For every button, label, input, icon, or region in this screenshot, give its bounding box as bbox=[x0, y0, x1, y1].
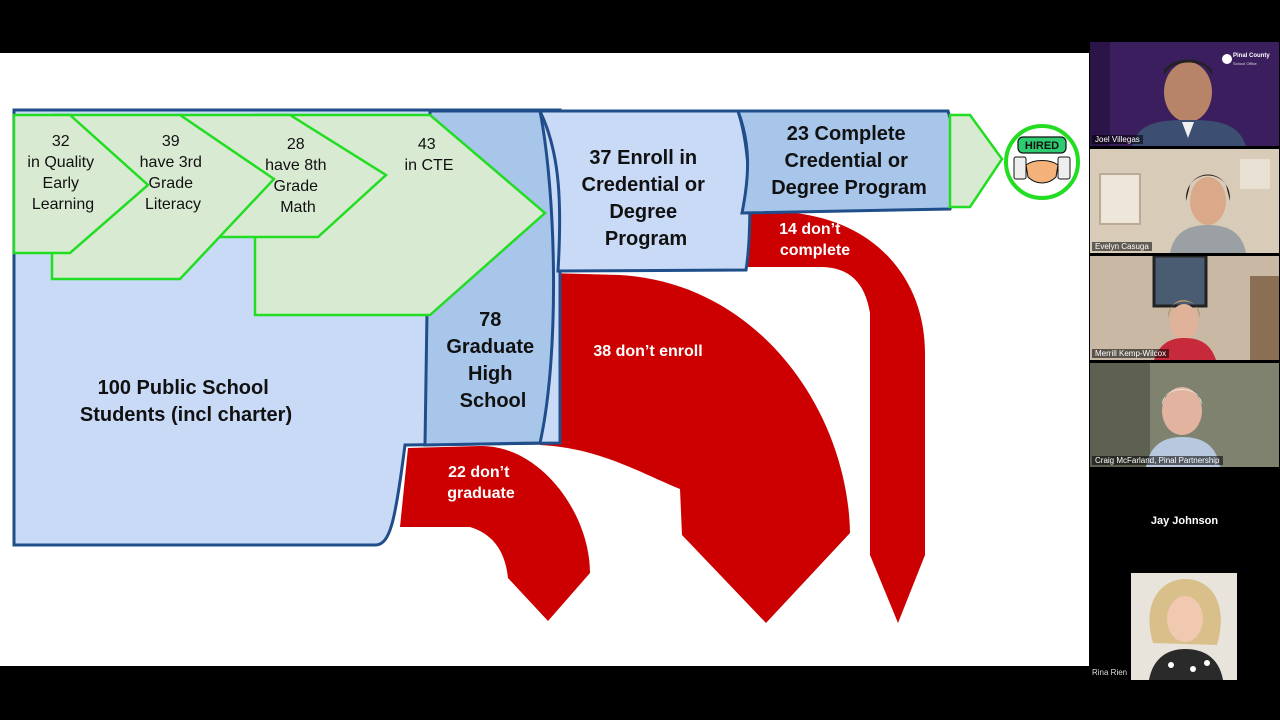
participant-panel: Pinal County School Office Joel Villegas… bbox=[1089, 40, 1280, 680]
video-merrill bbox=[1090, 256, 1279, 360]
participant-name: Rina Rien bbox=[1092, 668, 1128, 677]
early-learning-label: 32 in Quality Early Learning bbox=[27, 133, 98, 213]
hired-badge: HIRED bbox=[1004, 124, 1080, 200]
participant-tile-evelyn[interactable]: Evelyn Casuga bbox=[1090, 149, 1279, 253]
participant-name: Craig McFarland, Pinal Partnership bbox=[1092, 456, 1223, 465]
hired-arrow bbox=[948, 113, 1004, 209]
early-learning-arrow bbox=[12, 113, 150, 255]
pinal-logo-icon bbox=[1222, 54, 1232, 64]
video-joel bbox=[1090, 42, 1279, 146]
participant-name: Merrill Kemp-Wilcox bbox=[1092, 349, 1170, 358]
dont-enroll-label: 38 don’t enroll bbox=[593, 343, 702, 360]
participant-name: Joel Villegas bbox=[1092, 135, 1143, 144]
enroll-label: 37 Enroll in Credential or Degree Progra… bbox=[582, 147, 711, 250]
pinal-logo-text: Pinal County bbox=[1233, 53, 1270, 59]
dont-graduate-flow bbox=[400, 445, 590, 621]
dont-graduate-label: 22 don’t graduate bbox=[447, 464, 515, 502]
eighth-grade-label: 28 have 8th Grade Math bbox=[265, 136, 331, 216]
video-evelyn bbox=[1090, 149, 1279, 253]
participant-tile-craig[interactable]: Craig McFarland, Pinal Partnership bbox=[1090, 363, 1279, 467]
video-craig bbox=[1090, 363, 1279, 467]
participant-name: Evelyn Casuga bbox=[1092, 242, 1152, 251]
participant-video-rina[interactable] bbox=[1131, 573, 1237, 680]
dont-complete-label: 14 don’t complete bbox=[779, 221, 850, 259]
complete-label: 23 Complete Credential or Degree Program bbox=[771, 123, 927, 199]
participant-tile-joel[interactable]: Pinal County School Office Joel Villegas bbox=[1090, 42, 1279, 146]
pipeline-diagram: HIRED 32 in Quality Early Learning 39 ha… bbox=[12, 108, 1080, 623]
presentation-slide: HIRED 32 in Quality Early Learning 39 ha… bbox=[0, 53, 1089, 666]
pinal-logo-subtext: School Office bbox=[1233, 61, 1257, 66]
dont-enroll-flow bbox=[540, 273, 850, 623]
third-grade-label: 39 have 3rd Grade Literacy bbox=[140, 133, 207, 213]
students-label: 100 Public School Students (incl charter… bbox=[80, 377, 292, 426]
participant-tile-merrill[interactable]: Merrill Kemp-Wilcox bbox=[1090, 256, 1279, 360]
cte-label: 43 in CTE bbox=[405, 136, 454, 174]
hired-text: HIRED bbox=[1025, 140, 1059, 152]
video-rina bbox=[1131, 573, 1237, 680]
handshake-icon bbox=[1013, 156, 1071, 184]
participant-tile-jay[interactable]: Jay Johnson bbox=[1150, 515, 1219, 527]
graduate-label: 78 Graduate High School bbox=[446, 309, 539, 412]
dont-complete-flow bbox=[740, 213, 925, 623]
